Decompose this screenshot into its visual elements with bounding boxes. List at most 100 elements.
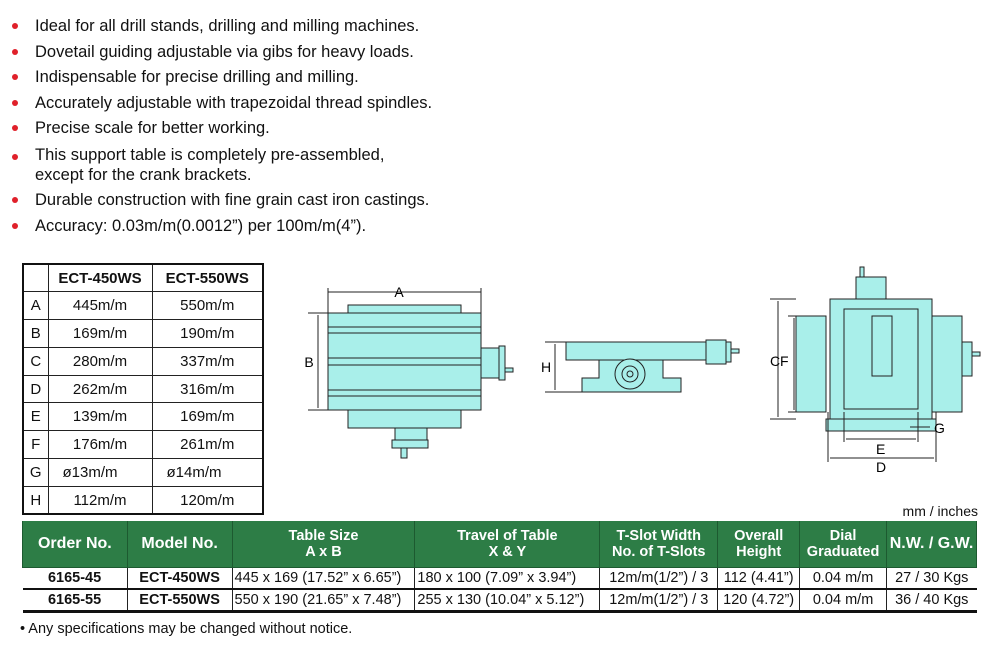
header-line: Overall	[734, 527, 784, 544]
header-line: T-Slot Width	[616, 527, 701, 544]
dimension-value: 112m/m	[47, 485, 153, 515]
feature-item: Indispensable for precise drilling and m…	[8, 65, 432, 91]
dimension-value: 445m/m	[47, 291, 153, 321]
dimension-value: 176m/m	[47, 430, 153, 460]
header-cell: N.W. / G.W.	[886, 521, 977, 568]
header-line: Dial	[829, 527, 857, 544]
feature-item-continued: except for the crank brackets.	[35, 165, 252, 184]
table-cell: 12m/m(1/2”) / 3	[599, 589, 718, 613]
dimension-label-h: H	[541, 359, 551, 375]
dimension-key: F	[22, 430, 49, 460]
dimension-key: B	[22, 319, 49, 348]
table-cell: ECT-550WS	[126, 589, 233, 613]
header-line: Table Size	[288, 527, 359, 544]
dimension-value: 337m/m	[151, 346, 264, 376]
header-cell: ECT-550WS	[151, 263, 264, 293]
header-line: N.W. / G.W.	[889, 534, 974, 552]
header-line: Graduated	[806, 543, 880, 560]
dimension-value: 316m/m	[151, 374, 264, 404]
dimension-value: 261m/m	[151, 430, 264, 460]
header-line: Order No.	[37, 534, 112, 552]
table-cell: 120 (4.72”)	[717, 589, 800, 613]
dimension-key: E	[22, 402, 49, 432]
dimension-key: D	[22, 374, 49, 404]
dimension-value: 262m/m	[47, 374, 153, 404]
feature-item: This support table is completely pre-ass…	[8, 145, 432, 165]
table-cell: 255 x 130 (10.04” x 5.12”)	[414, 589, 600, 613]
dimension-label-g: G	[934, 420, 945, 436]
dimension-value: 280m/m	[47, 346, 153, 376]
dimension-label-f: F	[780, 353, 789, 369]
table-cell: ECT-450WS	[126, 567, 233, 590]
feature-list: Ideal for all drill stands, drilling and…	[8, 14, 432, 239]
feature-item: Precise scale for better working.	[8, 116, 432, 142]
table-cell: 112 (4.41”)	[717, 567, 800, 590]
dimension-value: 169m/m	[47, 319, 153, 348]
feature-item: Durable construction with fine grain cas…	[8, 188, 432, 214]
table-cell: 6165-55	[22, 589, 128, 613]
feature-item: Dovetail guiding adjustable via gibs for…	[8, 40, 432, 66]
end-view-diagram: C F E D G	[770, 266, 981, 475]
units-label: mm / inches	[902, 503, 978, 519]
dimension-value: 190m/m	[151, 319, 264, 348]
dimension-key: G	[22, 458, 49, 487]
header-line: X & Y	[488, 543, 527, 560]
feature-item: Ideal for all drill stands, drilling and…	[8, 14, 432, 40]
dimension-label-c: C	[770, 353, 780, 369]
dimension-value: 139m/m	[47, 402, 153, 432]
header-cell: Model No.	[126, 521, 233, 568]
side-view-diagram: H	[541, 339, 740, 393]
header-line: Travel of Table	[457, 527, 558, 544]
top-view-diagram: A B	[304, 284, 514, 459]
table-cell: 6165-45	[22, 567, 128, 590]
table-cell: 0.04 m/m	[799, 589, 887, 613]
table-cell: 445 x 169 (17.52” x 6.65”)	[231, 567, 415, 590]
header-line: Model No.	[141, 534, 218, 552]
dimension-key: A	[22, 291, 49, 321]
dimension-label-e: E	[876, 441, 885, 457]
dimension-value: ø14m/m	[151, 458, 264, 487]
table-cell: 550 x 190 (21.65” x 7.48”)	[231, 589, 415, 613]
header-cell: Order No.	[22, 521, 128, 568]
dimension-value: 550m/m	[151, 291, 264, 321]
table-cell: 180 x 100 (7.09” x 3.94”)	[414, 567, 600, 590]
dimension-label-b: B	[304, 354, 313, 370]
dimension-value: ø13m/m	[47, 458, 153, 487]
footnote: • Any specifications may be changed with…	[20, 621, 353, 637]
dimension-value: 120m/m	[151, 485, 264, 515]
dimension-key: C	[22, 346, 49, 376]
header-line: Height	[736, 543, 782, 560]
header-cell	[22, 263, 49, 293]
feature-item: Accurately adjustable with trapezoidal t…	[8, 91, 432, 117]
table-cell: 0.04 m/m	[799, 567, 887, 590]
dimension-key: H	[22, 485, 49, 515]
dimension-label-a: A	[394, 284, 404, 300]
dimension-value: 169m/m	[151, 402, 264, 432]
table-cell: 36 / 40 Kgs	[886, 589, 977, 613]
header-line: No. of T-Slots	[612, 543, 706, 560]
table-cell: 27 / 30 Kgs	[886, 567, 977, 590]
table-cell: 12m/m(1/2”) / 3	[599, 567, 718, 590]
feature-item: Accuracy: 0.03m/m(0.0012”) per 100m/m(4”…	[8, 214, 432, 240]
header-line: A x B	[305, 543, 342, 560]
dimension-label-d: D	[876, 459, 886, 475]
